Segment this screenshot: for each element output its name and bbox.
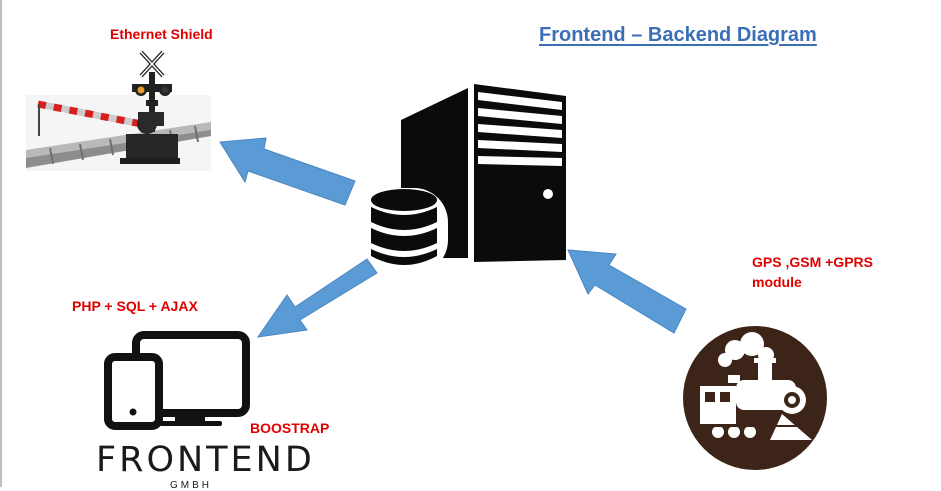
frontend-logo-subtext: GMBH [170, 480, 212, 491]
arrows [219, 137, 687, 338]
arrow-from-gps-module [567, 249, 687, 334]
database-icon [364, 188, 448, 274]
locomotive-icon [683, 326, 827, 470]
php-sql-ajax-label: PHP + SQL + AJAX [72, 298, 198, 314]
devices-icon [104, 331, 250, 430]
frontend-logo-text: FRONTEND [96, 440, 315, 480]
boostrap-label: BOOSTRAP [250, 420, 330, 436]
arrow-to-ethernet-shield [219, 137, 356, 206]
gps-module-label-line2: module [752, 274, 802, 290]
gps-module-label-line1: GPS ,GSM +GPRS [752, 254, 873, 270]
railroad-crossing-icon [26, 50, 211, 171]
arrow-to-frontend [256, 258, 378, 338]
ethernet-shield-label: Ethernet Shield [110, 26, 213, 42]
page-title: Frontend – Backend Diagram [539, 24, 817, 46]
left-border [0, 0, 2, 487]
